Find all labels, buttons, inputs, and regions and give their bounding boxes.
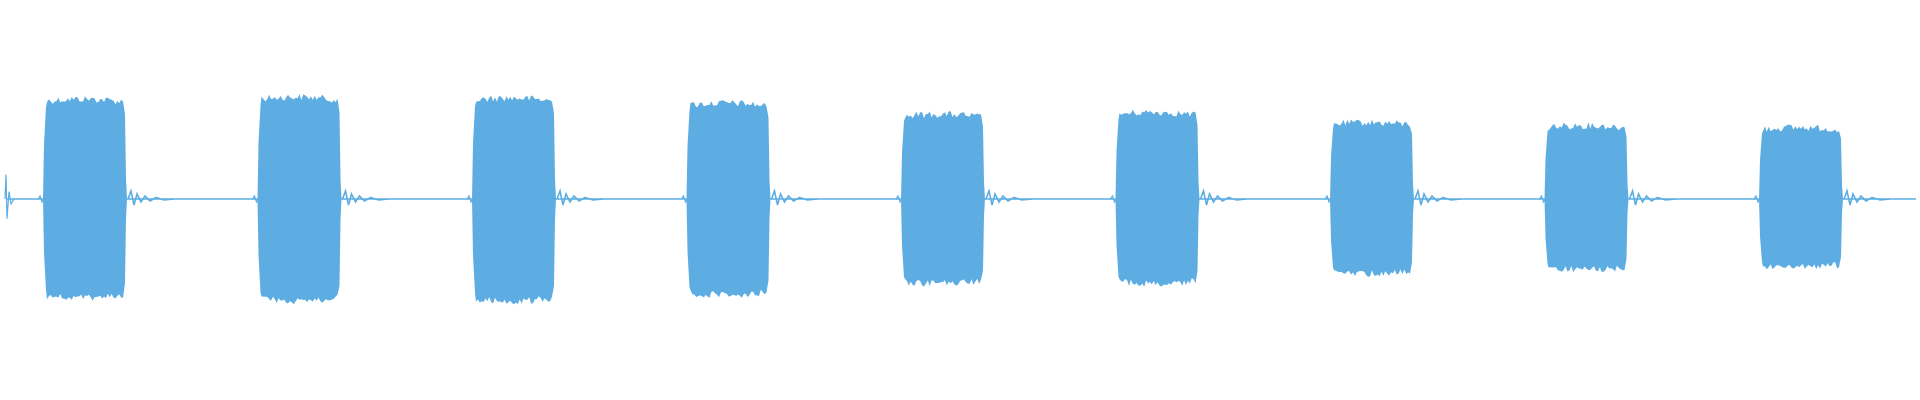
waveform-burst-1 <box>43 96 127 301</box>
waveform-burst-2 <box>257 94 342 305</box>
waveform-tail-8 <box>1628 188 1676 206</box>
waveform-pre-3 <box>466 194 474 204</box>
waveform-tail-5 <box>985 188 1033 206</box>
waveform-leading-click <box>4 174 15 219</box>
waveform-burst-7 <box>1330 119 1414 277</box>
waveform-burst-9 <box>1759 124 1843 270</box>
waveform-tail-2 <box>341 188 389 206</box>
waveform-burst-8 <box>1544 122 1629 273</box>
waveform-burst-3 <box>472 95 556 305</box>
waveform-burst-5 <box>901 111 985 287</box>
waveform-pre-1 <box>37 194 45 204</box>
waveform-pre-6 <box>1110 194 1117 204</box>
waveform-pre-9 <box>1753 194 1761 204</box>
waveform-pre-4 <box>681 194 688 204</box>
waveform-burst-4 <box>686 100 771 298</box>
waveform-tail-7 <box>1414 188 1462 206</box>
waveform-burst-6 <box>1115 109 1200 287</box>
waveform-pre-7 <box>1324 194 1332 204</box>
waveform-pre-2 <box>252 194 259 204</box>
waveform-tail-1 <box>127 188 175 206</box>
waveform-tail-6 <box>1199 188 1247 206</box>
waveform-tail-9 <box>1843 188 1891 206</box>
waveform-tail-4 <box>770 188 818 206</box>
waveform-bursts <box>4 94 1891 305</box>
waveform-pre-8 <box>1539 194 1546 204</box>
waveform-pre-5 <box>895 194 903 204</box>
waveform-tail-3 <box>556 188 604 206</box>
